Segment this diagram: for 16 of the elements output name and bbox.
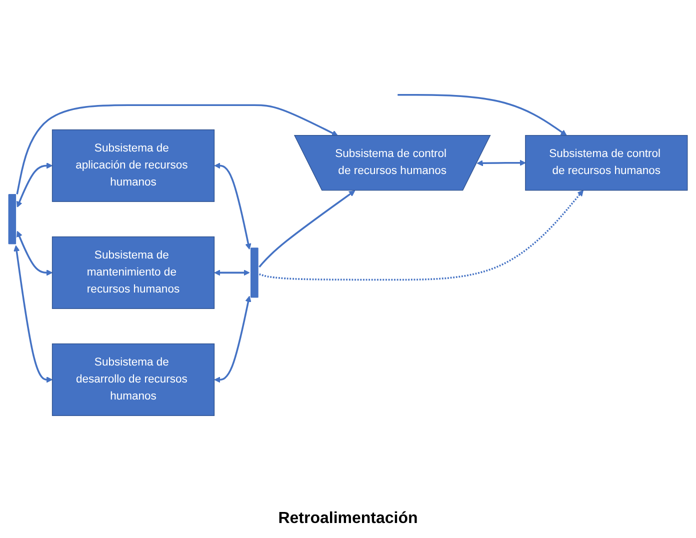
arrow — [214, 270, 250, 276]
node-box: Subsistema de aplicación de recursos humanos — [52, 130, 215, 202]
node-box: Subsistema de desarrollo de recursos humanos — [52, 344, 215, 416]
arrow — [258, 190, 356, 268]
arrow — [16, 162, 53, 208]
node-box: Subsistema de mantenimiento de recursos humanos — [52, 236, 215, 310]
arrow — [16, 104, 338, 195]
arrow — [14, 246, 53, 384]
arrow — [214, 296, 252, 384]
arrow — [398, 94, 567, 136]
arrow — [16, 231, 53, 276]
arrow — [259, 190, 584, 281]
arrow — [476, 160, 526, 167]
caption-text: Retroalimentación — [278, 510, 418, 528]
node-box: Subsistema de control de recursos humanos — [525, 135, 688, 192]
arrow — [214, 162, 252, 250]
